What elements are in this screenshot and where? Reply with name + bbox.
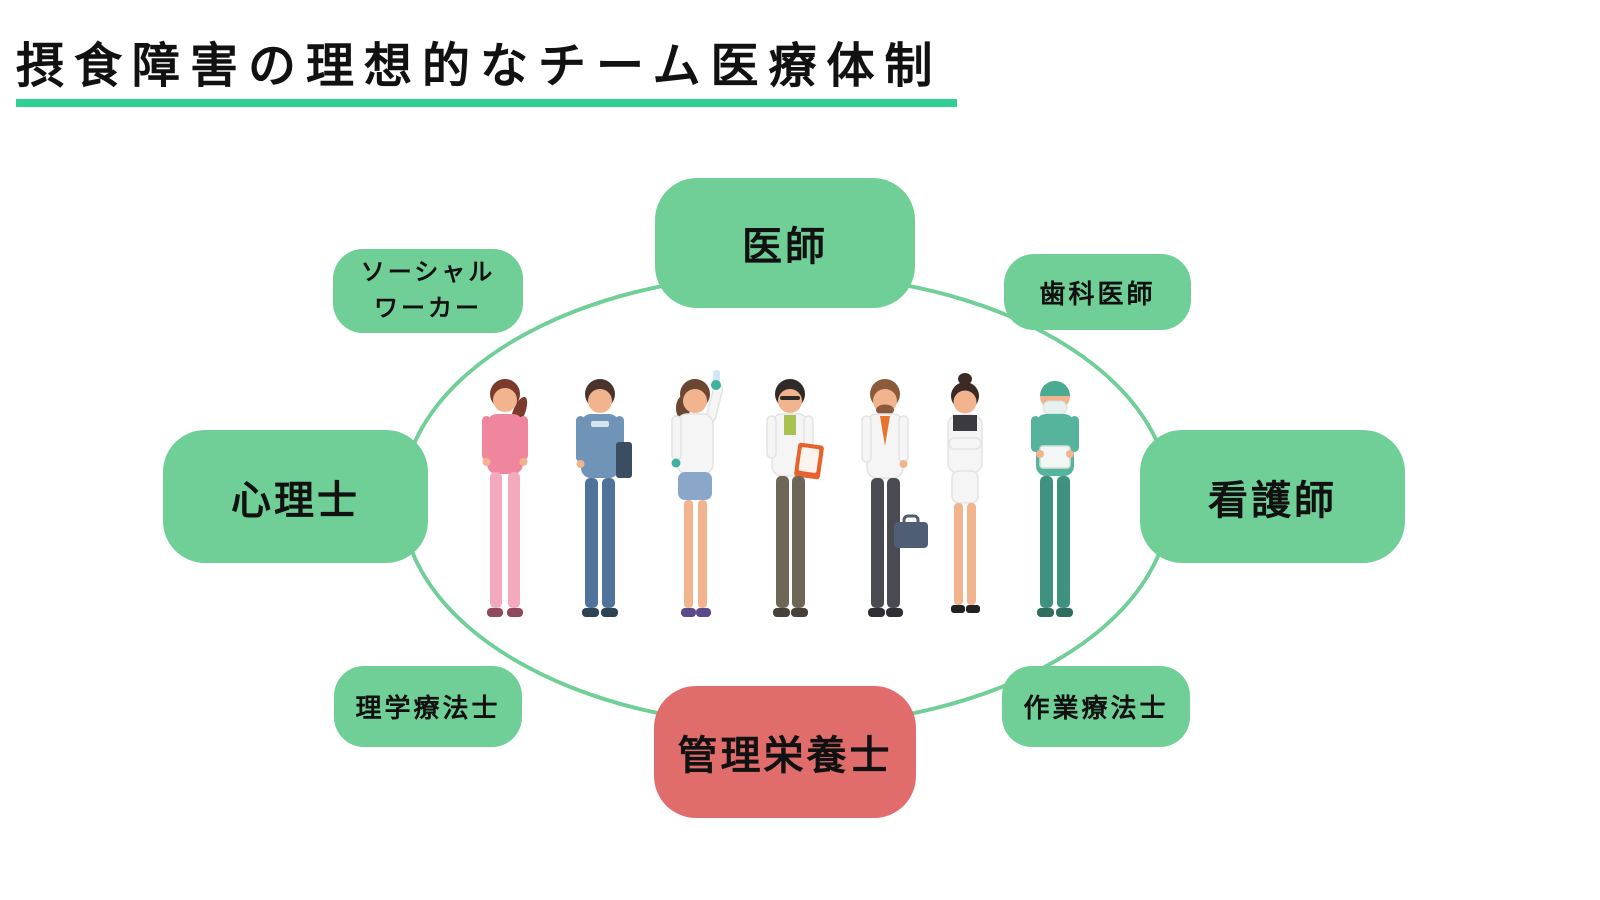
page-title: 摂食障害の理想的なチーム医療体制 [16, 40, 943, 93]
figure-nurse-pink [482, 379, 528, 617]
role-label-dietitian: 管理栄養士 [677, 734, 893, 778]
role-box-nurse: 看護師 [1140, 430, 1405, 563]
role-label-dentist: 歯科医師 [1039, 278, 1156, 309]
figure-surgeon [1031, 381, 1079, 617]
figure-doctor-clipboard [766, 379, 824, 617]
title-underline [16, 99, 957, 107]
role-label-social-worker-line1: ソーシャル [360, 259, 496, 286]
role-box-doctor: 医師 [655, 178, 915, 308]
role-label-doctor: 医師 [742, 225, 828, 269]
role-label-nurse: 看護師 [1208, 478, 1337, 523]
role-box-social-worker: ソーシャル ワーカー [333, 249, 523, 333]
medical-team-illustration [482, 370, 1079, 617]
figure-blue-scrubs [576, 379, 632, 617]
role-box-psychologist: 心理士 [163, 430, 428, 563]
role-label-physical-therapist: 理学療法士 [355, 693, 501, 723]
role-box-physical-therapist: 理学療法士 [334, 666, 522, 747]
role-label-psychologist: 心理士 [231, 478, 360, 523]
figure-physician-briefcase [861, 379, 928, 617]
role-box-occupational-therapist: 作業療法士 [1002, 666, 1190, 747]
role-box-dietitian: 管理栄養士 [654, 686, 916, 818]
role-label-occupational-therapist: 作業療法士 [1023, 693, 1169, 723]
figure-lab-technician [671, 370, 724, 617]
role-label-social-worker-line2: ワーカー [374, 295, 482, 322]
figure-woman-doctor [947, 373, 983, 613]
role-box-dentist: 歯科医師 [1004, 254, 1191, 330]
